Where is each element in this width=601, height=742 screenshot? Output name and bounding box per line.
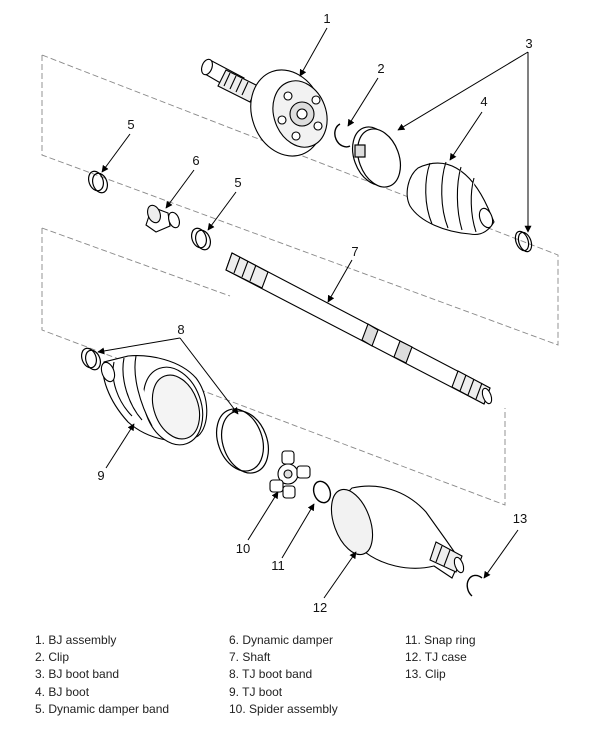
bj-boot-band-small-part xyxy=(514,230,533,253)
bj-assembly-part xyxy=(201,58,328,157)
bj-boot-band-part xyxy=(351,126,402,188)
callout-5-left: 5 xyxy=(127,117,134,132)
dynamic-damper-band-part xyxy=(87,170,212,251)
shaft-part xyxy=(225,252,493,405)
clip-part xyxy=(334,123,351,148)
callout-6: 6 xyxy=(192,153,199,168)
legend-column-1: 1. BJ assembly 2. Clip 3. BJ boot band 4… xyxy=(35,632,169,718)
tj-boot-part xyxy=(100,355,208,446)
legend-column-3: 11. Snap ring 12. TJ case 13. Clip xyxy=(405,632,476,684)
snap-ring-part xyxy=(312,480,332,504)
bj-boot-part xyxy=(406,161,495,236)
callout-3: 3 xyxy=(525,36,532,51)
callout-13: 13 xyxy=(513,511,527,526)
legend-column-2: 6. Dynamic damper 7. Shaft 8. TJ boot ba… xyxy=(229,632,338,718)
legend-item: 9. TJ boot xyxy=(229,684,283,699)
legend-item: 10. Spider assembly xyxy=(229,701,338,716)
tj-case-part xyxy=(330,485,465,579)
callout-8: 8 xyxy=(177,322,184,337)
callout-1: 1 xyxy=(323,11,330,26)
dynamic-damper-part xyxy=(145,204,180,233)
tj-boot-band-part xyxy=(216,408,269,474)
callout-12: 12 xyxy=(313,600,327,615)
callout-7: 7 xyxy=(351,244,358,259)
callout-4: 4 xyxy=(480,94,487,109)
leader-lines xyxy=(97,27,532,599)
legend-item: 7. Shaft xyxy=(229,650,271,665)
legend-item: 2. Clip xyxy=(35,650,70,665)
callout-9: 9 xyxy=(97,468,104,483)
callout-11: 11 xyxy=(271,558,285,573)
tj-boot-band-small-part xyxy=(80,347,102,371)
callout-5-right: 5 xyxy=(234,175,241,190)
legend-item: 4. BJ boot xyxy=(35,684,90,699)
spider-assembly-part xyxy=(269,450,311,499)
callout-10: 10 xyxy=(236,541,250,556)
legend-item: 5. Dynamic damper band xyxy=(35,701,170,716)
clip-lower-part xyxy=(466,574,483,597)
assembly-guide-lines xyxy=(41,54,559,506)
legend-item: 1. BJ assembly xyxy=(35,633,117,647)
legend-item: 3. BJ boot band xyxy=(35,667,120,682)
callout-2: 2 xyxy=(377,61,384,76)
legend-item: 11. Snap ring xyxy=(405,633,476,647)
legend-item: 12. TJ case xyxy=(405,650,467,665)
legend-item: 6. Dynamic damper xyxy=(229,633,334,647)
legend-item: 8. TJ boot band xyxy=(229,667,313,682)
legend-item: 13. Clip xyxy=(405,667,446,682)
